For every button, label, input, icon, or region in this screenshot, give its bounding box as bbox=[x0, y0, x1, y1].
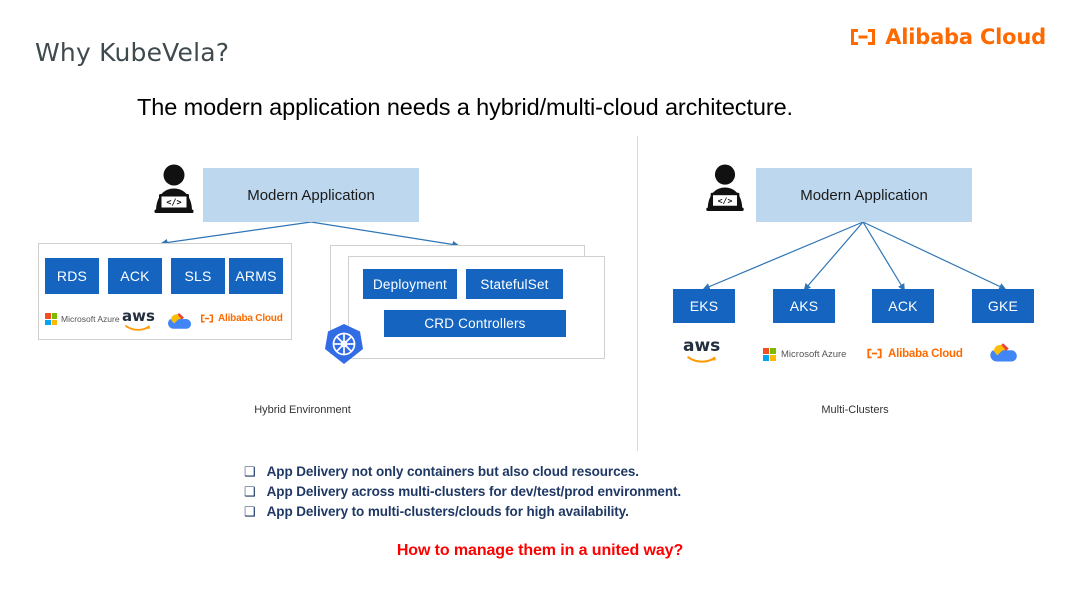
right-panel-caption: Multi-Clusters bbox=[821, 404, 889, 416]
k8s-box-deployment[interactable]: Deployment bbox=[363, 269, 457, 299]
service-box-arms[interactable]: ARMS bbox=[229, 258, 283, 294]
cluster-box-aks[interactable]: AKS bbox=[773, 289, 835, 323]
cluster-box-gke[interactable]: GKE bbox=[972, 289, 1034, 323]
aws-smile-icon bbox=[125, 325, 151, 331]
azure-logo-cluster: Microsoft Azure bbox=[763, 348, 846, 361]
page-title: Why KubeVela? bbox=[35, 38, 230, 67]
k8s-box-statefulset[interactable]: StatefulSet bbox=[466, 269, 563, 299]
azure-squares-cluster-icon bbox=[763, 348, 776, 361]
alibaba-cloud-wordmark: Alibaba Cloud bbox=[885, 24, 1046, 49]
aws-logo-label: aws bbox=[122, 307, 155, 325]
service-box-sls[interactable]: SLS bbox=[171, 258, 225, 294]
alibaba-cloud-mark-small-icon bbox=[201, 314, 213, 323]
aws-logo-cluster: aws bbox=[683, 338, 720, 363]
azure-squares-icon bbox=[45, 313, 57, 325]
aws-logo-cluster-label: aws bbox=[683, 336, 721, 356]
azure-logo-small: Microsoft Azure bbox=[45, 313, 120, 325]
service-box-ack[interactable]: ACK bbox=[108, 258, 162, 294]
alibaba-cloud-mark-cluster-icon bbox=[867, 348, 882, 359]
svg-text:</>: </> bbox=[718, 195, 733, 205]
alibaba-cloud-logo: Alibaba Cloud bbox=[848, 26, 1046, 48]
cluster-box-ack[interactable]: ACK bbox=[872, 289, 934, 323]
k8s-box-crd-controllers[interactable]: CRD Controllers bbox=[384, 310, 566, 337]
checkbox-glyph-icon: ❑ bbox=[244, 464, 256, 479]
developer-at-laptop-icon-right: </> bbox=[706, 164, 744, 211]
aws-logo-small: aws bbox=[122, 309, 155, 331]
bullet-list: ❑ App Delivery not only containers but a… bbox=[244, 464, 681, 524]
left-panel-caption: Hybrid Environment bbox=[254, 404, 351, 416]
alibaba-cloud-logo-cluster-label: Alibaba Cloud bbox=[888, 347, 963, 360]
checkbox-glyph-icon: ❑ bbox=[244, 504, 256, 519]
developer-at-laptop-icon: </> bbox=[154, 164, 194, 213]
right-modern-application-box: Modern Application bbox=[756, 168, 972, 222]
closing-question: How to manage them in a united way? bbox=[396, 542, 684, 559]
azure-logo-label: Microsoft Azure bbox=[61, 314, 120, 324]
list-item: ❑ App Delivery to multi-clusters/clouds … bbox=[244, 504, 681, 520]
bullet-text: App Delivery across multi-clusters for d… bbox=[266, 484, 682, 499]
bullet-text: App Delivery not only containers but als… bbox=[266, 464, 639, 479]
left-modern-application-box: Modern Application bbox=[203, 168, 419, 222]
service-box-rds[interactable]: RDS bbox=[45, 258, 99, 294]
list-item: ❑ App Delivery across multi-clusters for… bbox=[244, 484, 681, 500]
google-cloud-logo-small-icon bbox=[168, 313, 191, 329]
cluster-box-eks[interactable]: EKS bbox=[673, 289, 735, 323]
list-item: ❑ App Delivery not only containers but a… bbox=[244, 464, 681, 480]
svg-text:</>: </> bbox=[166, 198, 181, 208]
alibaba-cloud-logo-label: Alibaba Cloud bbox=[218, 313, 283, 324]
alibaba-cloud-mark-icon bbox=[851, 29, 876, 45]
alibaba-cloud-logo-small: Alibaba Cloud bbox=[199, 313, 283, 324]
kubernetes-helm-icon bbox=[325, 324, 363, 364]
checkbox-glyph-icon: ❑ bbox=[244, 484, 256, 499]
aws-smile-cluster-icon bbox=[686, 356, 716, 363]
alibaba-cloud-logo-cluster: Alibaba Cloud bbox=[865, 347, 963, 360]
panel-divider bbox=[637, 136, 638, 451]
azure-logo-cluster-label: Microsoft Azure bbox=[781, 349, 847, 360]
bullet-text: App Delivery to multi-clusters/clouds fo… bbox=[266, 504, 629, 519]
google-cloud-logo-cluster-icon bbox=[990, 343, 1017, 362]
slide-subtitle: The modern application needs a hybrid/mu… bbox=[137, 94, 793, 120]
